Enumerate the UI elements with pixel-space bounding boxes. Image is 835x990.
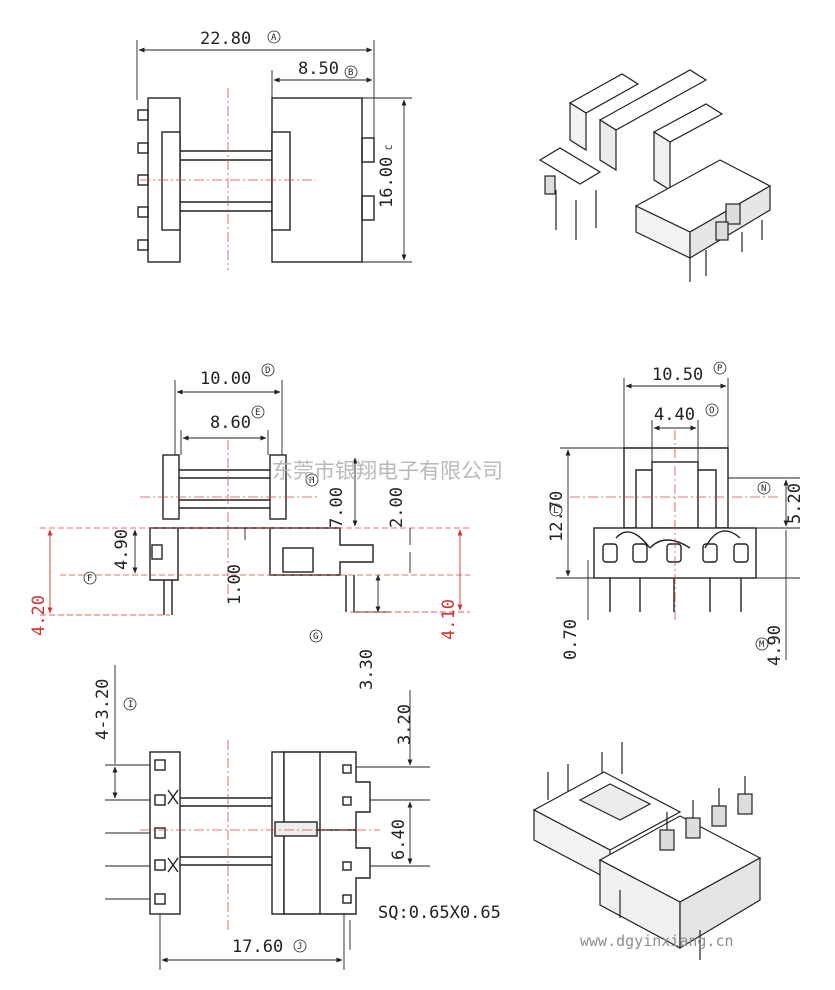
marker-o: O	[709, 406, 714, 416]
marker-a-circle	[267, 30, 281, 44]
marker-m-circle	[755, 637, 769, 651]
marker-m: M	[759, 640, 765, 650]
marker-g-circle	[309, 629, 323, 643]
top-view	[136, 40, 412, 270]
marker-l-circle	[549, 503, 563, 517]
dim-5-20: 5.20	[785, 483, 805, 524]
marker-j-circle	[293, 939, 307, 953]
marker-j: J	[297, 942, 302, 952]
dim-4-40: 4.40	[654, 405, 695, 425]
marker-b-circle	[344, 65, 358, 79]
marker-i: I	[128, 700, 133, 710]
marker-p-circle	[713, 361, 727, 375]
marker-n: N	[761, 484, 766, 494]
marker-n-circle	[757, 481, 771, 495]
pin-spec: SQ:0.65X0.65	[378, 903, 501, 923]
dim-10-00: 10.00	[200, 369, 251, 389]
marker-d-circle	[261, 363, 275, 377]
marker-h: H	[309, 476, 314, 486]
dim-3-30: 3.30	[357, 649, 377, 690]
dim-12-70: 12.70	[547, 491, 567, 542]
watermark-company: 东莞市银翔电子有限公司	[272, 459, 503, 483]
dim-0-70: 0.70	[561, 619, 581, 660]
dim-17-60: 17.60	[232, 937, 283, 957]
iso-view-top	[538, 69, 772, 282]
dim-22-80: 22.80	[200, 29, 251, 49]
marker-p: P	[717, 364, 723, 374]
marker-i-circle	[123, 697, 137, 711]
dim-16-00: 16.00	[377, 157, 397, 208]
dim-8-50: 8.50	[298, 59, 339, 79]
marker-a: A	[271, 33, 277, 43]
marker-l: L	[553, 506, 558, 516]
marker-f-circle	[83, 571, 97, 585]
marker-h-circle	[305, 473, 319, 487]
watermark-url: www.dgyinxiang.cn	[580, 932, 734, 950]
dim-7-00: 7.00	[327, 487, 347, 528]
marker-e: E	[255, 408, 260, 418]
bottom-view	[105, 665, 430, 970]
marker-g: G	[313, 632, 318, 642]
marker-o-circle	[705, 403, 719, 417]
marker-b: B	[348, 68, 353, 78]
marker-c: C	[385, 145, 395, 150]
dim-4-10-red: 4.10	[439, 599, 459, 640]
front-view	[40, 380, 470, 616]
dim-3-20-bottom: 3.20	[395, 704, 415, 745]
dim-1-00: 1.00	[225, 564, 245, 605]
marker-d: D	[265, 366, 270, 376]
dim-4-90-side: 4.90	[765, 625, 785, 666]
dim-6-40: 6.40	[389, 819, 409, 860]
dim-4-3-20: 4-3.20	[93, 679, 113, 740]
dim-10-50: 10.50	[652, 365, 703, 385]
dim-4-20-red: 4.20	[29, 595, 49, 636]
side-view	[556, 378, 800, 660]
marker-f: F	[87, 574, 92, 584]
dim-8-60: 8.60	[210, 413, 251, 433]
iso-view-bottom	[532, 742, 762, 960]
dim-4-90: 4.90	[112, 529, 132, 570]
marker-e-circle	[251, 405, 265, 419]
dim-2-00: 2.00	[387, 487, 407, 528]
